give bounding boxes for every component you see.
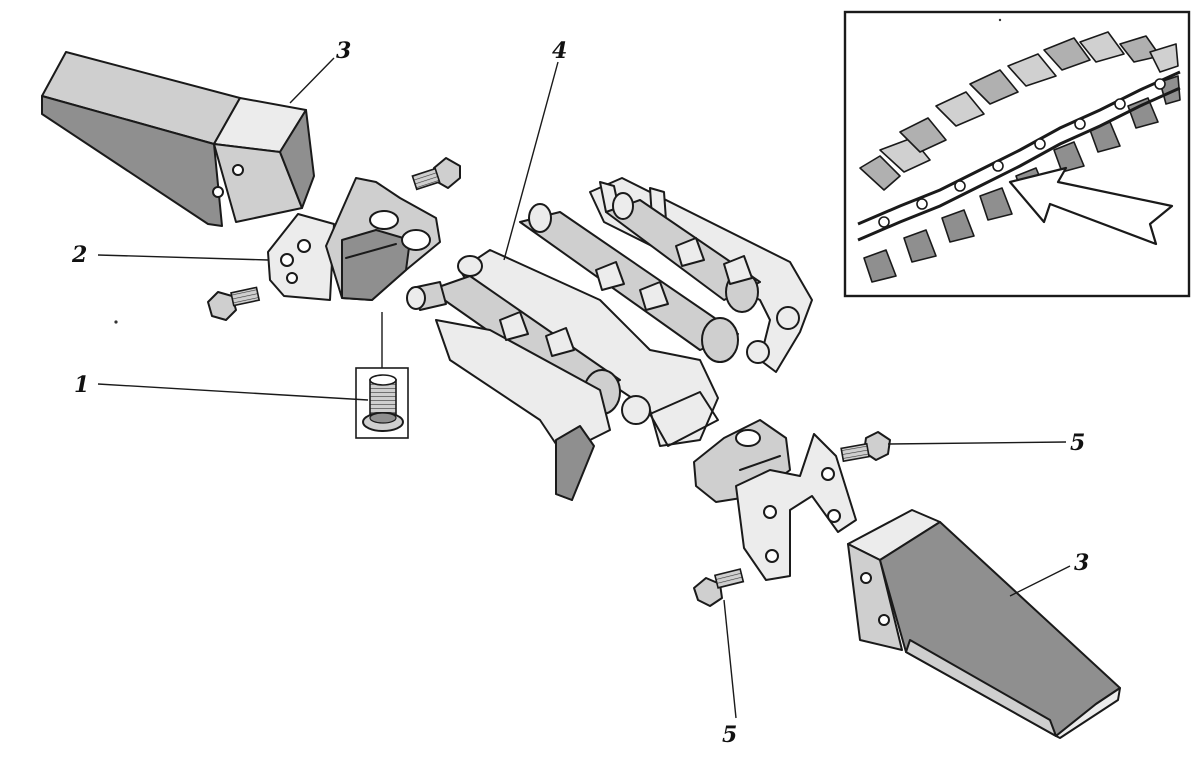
callout-5-right: 5 — [1070, 430, 1085, 456]
arrow-icon — [1008, 166, 1174, 246]
bolt-icon — [207, 286, 261, 321]
adapter-bracket-icon — [693, 419, 857, 581]
inset-illustration — [843, 10, 1191, 298]
threaded-bushing-icon — [355, 367, 409, 439]
tooth-icon — [847, 509, 1121, 739]
bolt-icon — [840, 431, 891, 463]
tooth-icon — [41, 51, 315, 227]
callout-2: 2 — [71, 242, 87, 268]
callout-3-bottom: 3 — [1074, 550, 1089, 576]
callout-5-bottom: 5 — [722, 722, 737, 748]
speck — [998, 18, 1002, 22]
chain-link-icon — [406, 177, 813, 501]
callout-1: 1 — [74, 372, 89, 398]
bolt-icon — [411, 157, 461, 191]
speck — [114, 320, 118, 324]
bolt-icon — [693, 568, 745, 607]
callout-4: 4 — [552, 38, 567, 64]
adapter-bracket-icon — [267, 177, 441, 301]
callout-3-top: 3 — [336, 38, 351, 64]
